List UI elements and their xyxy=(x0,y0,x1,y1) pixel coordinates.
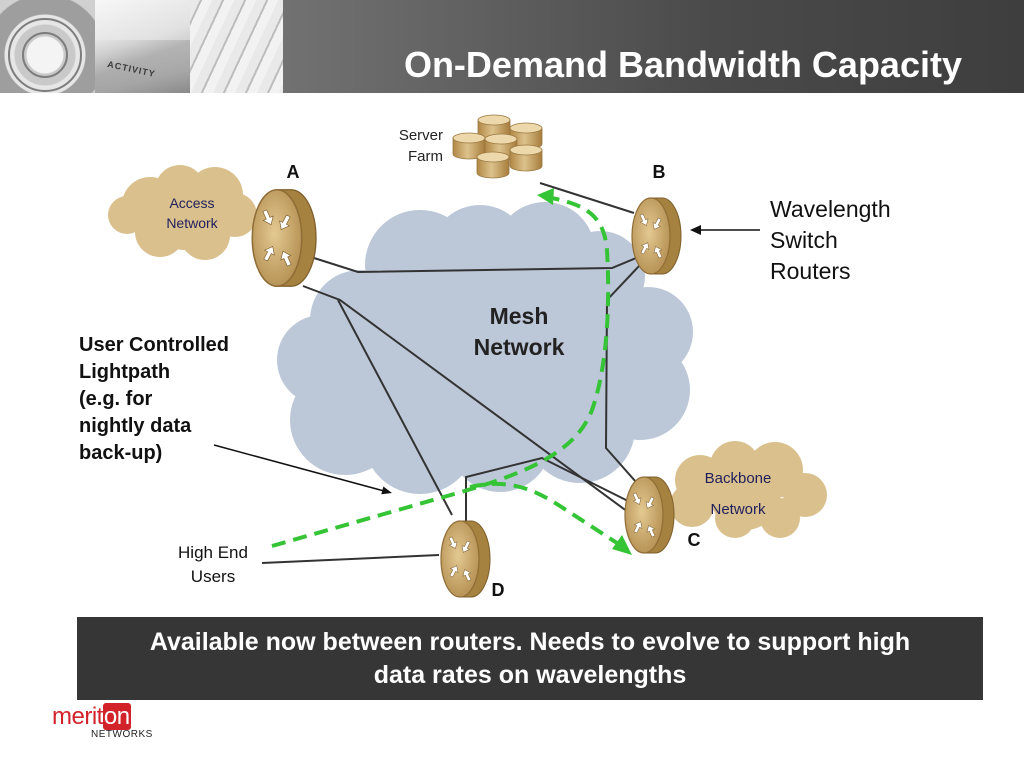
link-a-c xyxy=(302,285,629,513)
link-a-d xyxy=(337,299,453,516)
dial-ring xyxy=(8,18,82,92)
lightpath-label-5: back-up) xyxy=(79,442,162,464)
router-a-icon xyxy=(251,188,317,288)
summary-banner: Available now between routers. Needs to … xyxy=(77,617,983,700)
title-band: ACTIVITY On-Demand Bandwidth Capacity xyxy=(0,0,1024,93)
mesh-network-cloud xyxy=(277,202,693,494)
server-farm-label-2: Farm xyxy=(408,148,443,165)
router-d-icon xyxy=(440,520,491,598)
page-title: On-Demand Bandwidth Capacity xyxy=(403,44,962,85)
meriton-logo: meriton NETWORKS xyxy=(52,703,162,744)
wavelength-label-1: Wavelength xyxy=(770,196,891,222)
callout-line xyxy=(213,444,385,492)
link-a-b xyxy=(313,257,637,274)
lightpath-main xyxy=(271,196,611,548)
cloud-lobe xyxy=(320,280,480,440)
lightpath-branch xyxy=(469,481,619,545)
access-network-cloud xyxy=(108,165,257,260)
logo-wordmark: meriton xyxy=(52,703,162,730)
callout-arrowhead xyxy=(690,225,701,235)
router-c-icon xyxy=(624,476,675,554)
access-network-label-2: Network xyxy=(166,215,218,231)
server-farm-icon xyxy=(452,114,543,179)
logo-wordmark-b: on xyxy=(102,703,131,730)
lightpath-arrowhead-c xyxy=(612,535,632,555)
server-farm-label-1: Server xyxy=(399,127,443,144)
links xyxy=(261,182,641,564)
lightpath-label-2: Lightpath xyxy=(79,361,170,383)
header-photo-form: ACTIVITY xyxy=(95,0,190,93)
lightpath-label-4: nightly data xyxy=(79,415,192,437)
router-d-label: D xyxy=(492,580,505,600)
lightpath-label-3: (e.g. for xyxy=(79,388,153,410)
high-end-users-label-2: Users xyxy=(191,567,235,586)
header-photo-dial xyxy=(0,0,95,93)
lightpath xyxy=(271,188,632,555)
link-b-c xyxy=(604,264,641,483)
link-users-d xyxy=(261,554,440,564)
backbone-network-label-1: Backbone xyxy=(705,470,772,487)
router-a-label: A xyxy=(287,162,300,182)
header-photo-ruler xyxy=(190,0,283,93)
high-end-users-label-1: High End xyxy=(178,543,248,562)
backbone-network-label-2: Network xyxy=(710,501,766,518)
banner-line-1: Available now between routers. Needs to … xyxy=(149,628,911,656)
router-c-label: C xyxy=(688,530,701,550)
link-d-c xyxy=(465,456,631,524)
lightpath-arrowhead-farm xyxy=(537,188,554,205)
wavelength-callout-arrow xyxy=(690,225,760,235)
cloud-lobe xyxy=(470,260,650,440)
backbone-network-cloud xyxy=(670,441,827,538)
cloud-lobe xyxy=(670,483,714,527)
router-b-icon xyxy=(631,197,682,275)
logo-subtitle: NETWORKS xyxy=(91,729,153,740)
logo-wordmark-a: merit xyxy=(52,703,103,730)
wavelength-label-2: Switch xyxy=(770,227,838,253)
router-b-label: B xyxy=(653,162,666,182)
mesh-network-label-1: Mesh xyxy=(490,303,549,329)
cloud-lobe xyxy=(150,180,220,250)
photo-shadow xyxy=(95,40,190,93)
wavelength-label-3: Routers xyxy=(770,258,851,284)
cloud-lobe xyxy=(710,460,780,530)
server-drum xyxy=(476,151,510,179)
lightpath-callout-arrow xyxy=(213,444,392,495)
cloud-lobe xyxy=(108,196,146,234)
server-drum xyxy=(509,144,543,172)
access-network-label-1: Access xyxy=(169,195,214,211)
callout-arrowhead xyxy=(381,486,392,495)
link-farm-b xyxy=(539,182,635,214)
mesh-network-label-2: Network xyxy=(474,334,565,360)
lightpath-label-1: User Controlled xyxy=(79,334,229,356)
banner-line-2: data rates on wavelengths xyxy=(373,661,687,689)
